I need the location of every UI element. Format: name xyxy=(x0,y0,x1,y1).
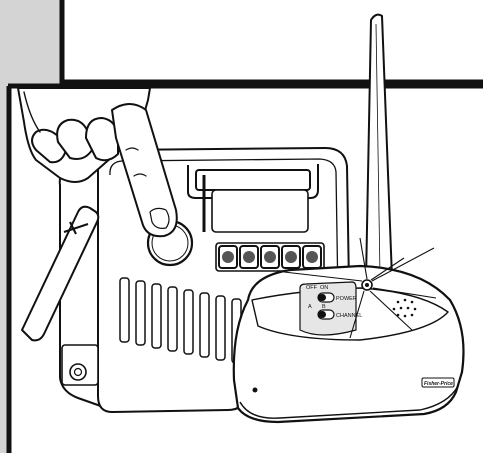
label-channel: CHANNEL xyxy=(336,313,362,319)
parent-unit-buttons xyxy=(215,242,325,272)
nursery-speaker-grille xyxy=(392,298,417,318)
label-power: POWER xyxy=(336,296,357,302)
label-a: A xyxy=(308,304,312,310)
speaker-grille xyxy=(119,277,242,364)
nursery-unit xyxy=(232,13,465,424)
label-on: ON xyxy=(320,285,328,291)
brand-logo: Fisher-Price xyxy=(421,377,455,388)
label-b: B xyxy=(322,304,326,310)
hand-illustration xyxy=(17,87,178,238)
brand-logo-text: Fisher-Price xyxy=(424,381,453,387)
label-off: OFF xyxy=(306,285,318,291)
receiver-labels: OFF ON POWER A B CHANNEL xyxy=(306,285,362,319)
light-rays xyxy=(283,237,437,339)
